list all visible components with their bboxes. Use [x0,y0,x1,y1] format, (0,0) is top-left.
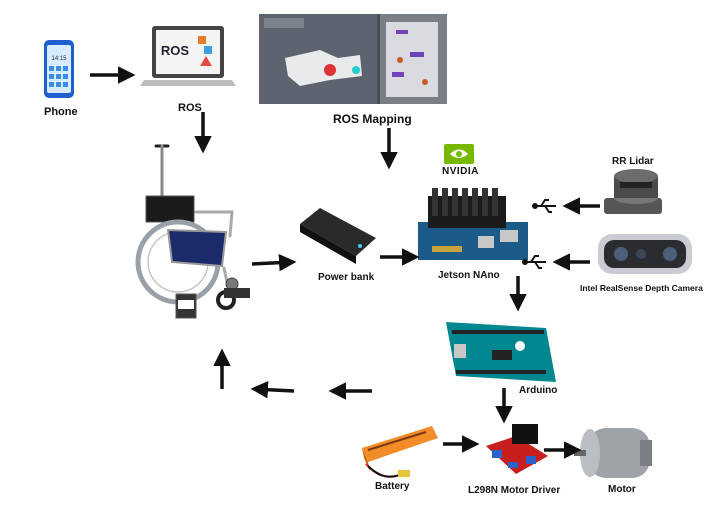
label-motor-driver: L298N Motor Driver [468,485,561,496]
nvidia-logo [444,144,474,164]
label-arduino: Arduino [519,385,558,396]
realsense-camera-image [598,234,692,274]
jetson-nano-image [418,188,528,260]
ros-mapping-image [259,14,447,104]
arrow-return-2 [250,380,295,399]
label-nvidia: NVIDIA [442,166,479,177]
motor-driver-image [486,424,548,474]
motor-image [574,428,652,478]
wheelchair-image [135,144,250,319]
usb-icon [532,199,556,213]
battery-image [362,426,438,478]
label-phone: Phone [44,106,78,118]
label-jetson: Jetson NAno [438,270,500,281]
arrow-wheelchair-to-powerbank [251,253,297,272]
laptop-screen-text: ROS [161,43,190,58]
label-motor: Motor [608,484,636,495]
label-rr-lidar: RR Lidar [612,156,654,167]
laptop-ros-image: ROS [140,26,236,86]
label-realsense: Intel RealSense Depth Camera [580,283,703,293]
label-power-bank: Power bank [318,272,375,283]
arduino-image [446,322,556,382]
label-ros-mapping: ROS Mapping [333,112,412,126]
rr-lidar-image [604,169,662,214]
label-ros: ROS [178,102,202,114]
usb-icon [522,255,546,269]
label-battery: Battery [375,481,410,492]
phone-time: 14:15 [51,56,67,62]
phone-image: 14:15 [44,40,74,98]
power-bank-image [300,208,376,264]
